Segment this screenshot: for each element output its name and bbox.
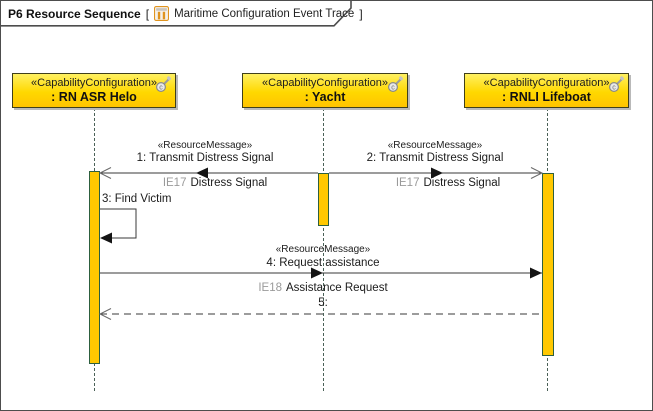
lifeline-name: : Yacht <box>304 89 346 104</box>
stereotype-label: «CapabilityConfiguration» <box>31 76 157 89</box>
message5-return-line[interactable] <box>91 306 551 322</box>
message3-self-line[interactable] <box>96 205 146 249</box>
open-arrowhead-left <box>98 308 112 320</box>
message3-label[interactable]: 3: Find Victim <box>102 193 172 205</box>
activation-yacht[interactable] <box>318 173 329 226</box>
activation-rn-asr-helo[interactable] <box>89 171 100 364</box>
info-item-id: IE18 <box>258 282 283 294</box>
filled-arrowhead-right <box>530 267 542 279</box>
info-item-id: IE17 <box>162 177 187 189</box>
frame-tab <box>1 1 352 27</box>
stereotype-label: «CapabilityConfiguration» <box>262 76 388 89</box>
message2-stereotype: «ResourceMessage» <box>387 140 483 151</box>
frame-tab-content: P6 Resource Sequence [ Maritime Configur… <box>8 5 363 22</box>
message2-line[interactable] <box>326 165 546 181</box>
lifeline-name: : RNLI Lifeboat <box>502 89 591 104</box>
message1-line[interactable] <box>91 165 326 181</box>
diagram-title: P6 Resource Sequence <box>8 6 141 21</box>
info-item-id: IE17 <box>395 177 420 189</box>
message1-label[interactable]: 1: Transmit Distress Signal <box>136 152 274 164</box>
copyright-key-icon: c <box>155 76 172 93</box>
svg-text:c: c <box>159 84 163 91</box>
activation-rnli-lifeboat[interactable] <box>542 173 554 356</box>
message4-line[interactable] <box>91 265 551 281</box>
copyright-key-icon: c <box>387 76 404 93</box>
lifeline-yacht[interactable] <box>323 108 324 391</box>
information-flow-arrow <box>311 267 323 279</box>
message2-label[interactable]: 2: Transmit Distress Signal <box>366 152 504 164</box>
copyright-key-icon: c <box>608 76 625 93</box>
svg-text:c: c <box>612 84 616 91</box>
lifeline-head-yacht[interactable]: «CapabilityConfiguration» : Yacht c <box>242 73 408 108</box>
information-flow-arrow <box>196 167 208 179</box>
message1-stereotype: «ResourceMessage» <box>157 140 253 151</box>
message4-stereotype: «ResourceMessage» <box>275 244 371 255</box>
sequence-diagram-icon <box>154 6 170 21</box>
lifeline-head-rn-asr-helo[interactable]: «CapabilityConfiguration» : RN ASR Helo … <box>12 73 176 108</box>
svg-text:c: c <box>391 84 395 91</box>
lifeline-head-rnli-lifeboat[interactable]: «CapabilityConfiguration» : RNLI Lifeboa… <box>464 73 629 108</box>
close-bracket: ] <box>359 6 363 21</box>
information-flow-arrow <box>431 167 443 179</box>
message5-label[interactable]: 5: <box>318 297 328 309</box>
lifeline-name: : RN ASR Helo <box>51 89 137 104</box>
open-bracket: [ <box>145 6 150 21</box>
info-item-name: Distress Signal <box>190 177 268 189</box>
info-item-name: Distress Signal <box>423 177 501 189</box>
info-item-name: Assistance Request <box>286 282 388 294</box>
stereotype-label: «CapabilityConfiguration» <box>483 76 610 89</box>
message4-label[interactable]: 4: Request assistance <box>266 257 380 269</box>
diagram-name: Maritime Configuration Event Trace <box>174 7 355 20</box>
open-arrowhead-left <box>98 167 112 179</box>
open-arrowhead-right <box>530 167 544 179</box>
filled-arrowhead-left <box>100 232 112 244</box>
